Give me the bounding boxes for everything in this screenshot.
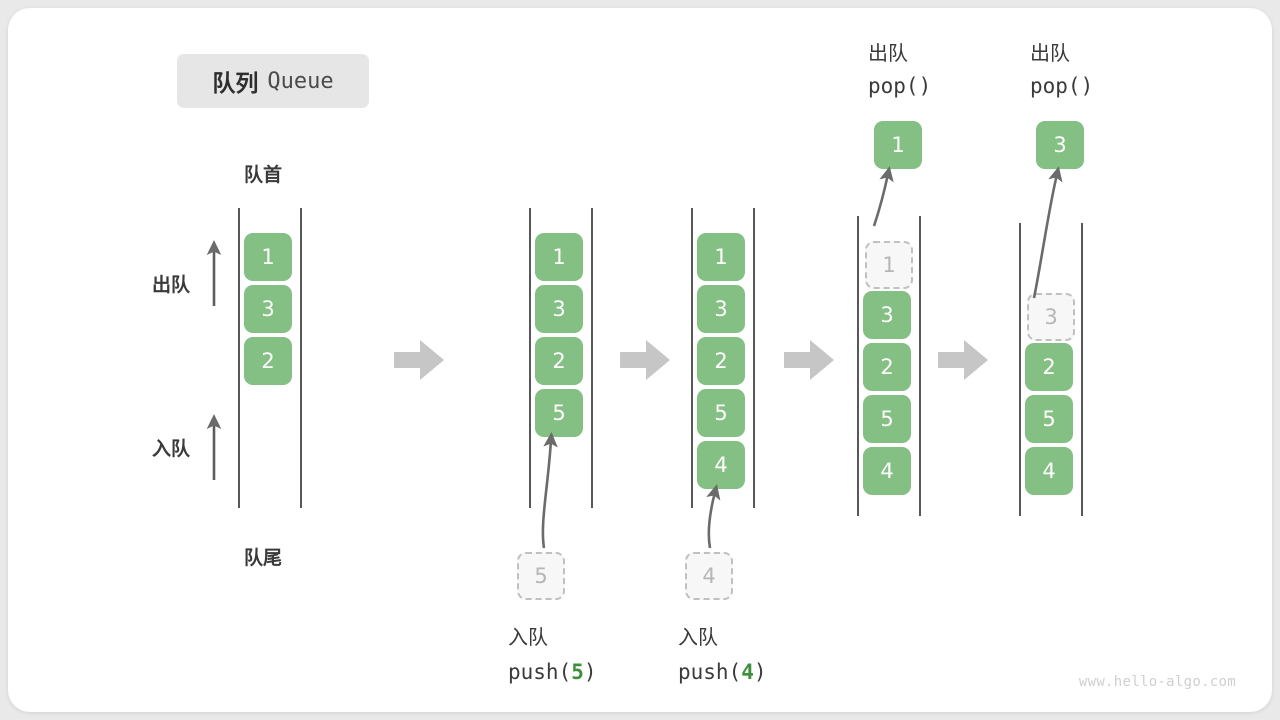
queue-cell: 4 xyxy=(1025,447,1073,495)
queue-cell: 5 xyxy=(863,395,911,443)
queue-cell: 3 xyxy=(863,291,911,339)
popped-ghost-cell: 1 xyxy=(865,241,913,289)
title-cn: 队列 xyxy=(212,71,259,97)
diagram-title-chip: 队列 Queue xyxy=(177,54,369,108)
label-rear: 队尾 xyxy=(244,547,283,569)
pop-arrow-step-3 xyxy=(872,166,894,227)
diagram-canvas: 队列 Queue 队首 队尾 出队 入队 1 3 2 1 3 2 5 5 入队 … xyxy=(8,8,1272,712)
op-label-code-step-3: pop() xyxy=(868,74,932,98)
incoming-ghost-cell: 5 xyxy=(517,552,565,600)
queue-cell: 2 xyxy=(244,337,292,385)
label-front: 队首 xyxy=(244,164,283,186)
rail-right-step-1 xyxy=(591,208,593,508)
rail-right-step-3 xyxy=(919,216,921,516)
op-label-cn-step-3: 出队 xyxy=(868,41,908,65)
popped-value-cell: 3 xyxy=(1036,121,1084,169)
rail-right-step-2 xyxy=(753,208,755,508)
flow-arrow-3 xyxy=(784,340,834,380)
popped-value-cell: 1 xyxy=(874,121,922,169)
queue-cell: 2 xyxy=(1025,343,1073,391)
queue-cell: 3 xyxy=(244,285,292,333)
queue-cell-new: 5 xyxy=(535,389,583,437)
queue-cell: 2 xyxy=(535,337,583,385)
op-label-cn-step-4: 出队 xyxy=(1030,41,1070,65)
label-enqueue: 入队 xyxy=(152,438,191,460)
rail-left-step-2 xyxy=(691,208,693,508)
queue-cell: 1 xyxy=(535,233,583,281)
op-label-cn-step-2: 入队 xyxy=(678,625,718,649)
queue-cell-new: 4 xyxy=(697,441,745,489)
flow-arrow-4 xyxy=(938,340,988,380)
rail-left-step-1 xyxy=(529,208,531,508)
title-en: Queue xyxy=(267,68,334,94)
op-label-code-step-2: push(4) xyxy=(678,660,767,684)
queue-cell: 1 xyxy=(697,233,745,281)
label-dequeue: 出队 xyxy=(152,274,191,296)
flow-arrow-2 xyxy=(620,340,670,380)
queue-cell: 4 xyxy=(863,447,911,495)
queue-cell: 2 xyxy=(697,337,745,385)
queue-cell: 5 xyxy=(697,389,745,437)
op-arg: 4 xyxy=(741,660,754,684)
queue-cell: 5 xyxy=(1025,395,1073,443)
incoming-ghost-cell: 4 xyxy=(685,552,733,600)
queue-cell: 3 xyxy=(697,285,745,333)
op-label-code-step-4: pop() xyxy=(1030,74,1094,98)
rail-right-step-0 xyxy=(300,208,302,508)
op-label-code-step-1: push(5) xyxy=(508,660,597,684)
op-arg: 5 xyxy=(571,660,584,684)
push-arrow-step-2 xyxy=(706,484,721,549)
pop-arrow-step-4 xyxy=(1032,166,1063,299)
rail-left-step-4 xyxy=(1019,223,1021,516)
flow-arrow-1 xyxy=(394,340,444,380)
queue-cell: 2 xyxy=(863,343,911,391)
watermark: www.hello-algo.com xyxy=(1078,674,1236,690)
rail-left-step-3 xyxy=(857,216,859,516)
queue-cell: 3 xyxy=(535,285,583,333)
op-label-cn-step-1: 入队 xyxy=(508,625,548,649)
popped-ghost-cell: 3 xyxy=(1027,293,1075,341)
rail-right-step-4 xyxy=(1081,223,1083,516)
rail-left-step-0 xyxy=(238,208,240,508)
queue-cell: 1 xyxy=(244,233,292,281)
push-arrow-step-1 xyxy=(541,431,558,549)
